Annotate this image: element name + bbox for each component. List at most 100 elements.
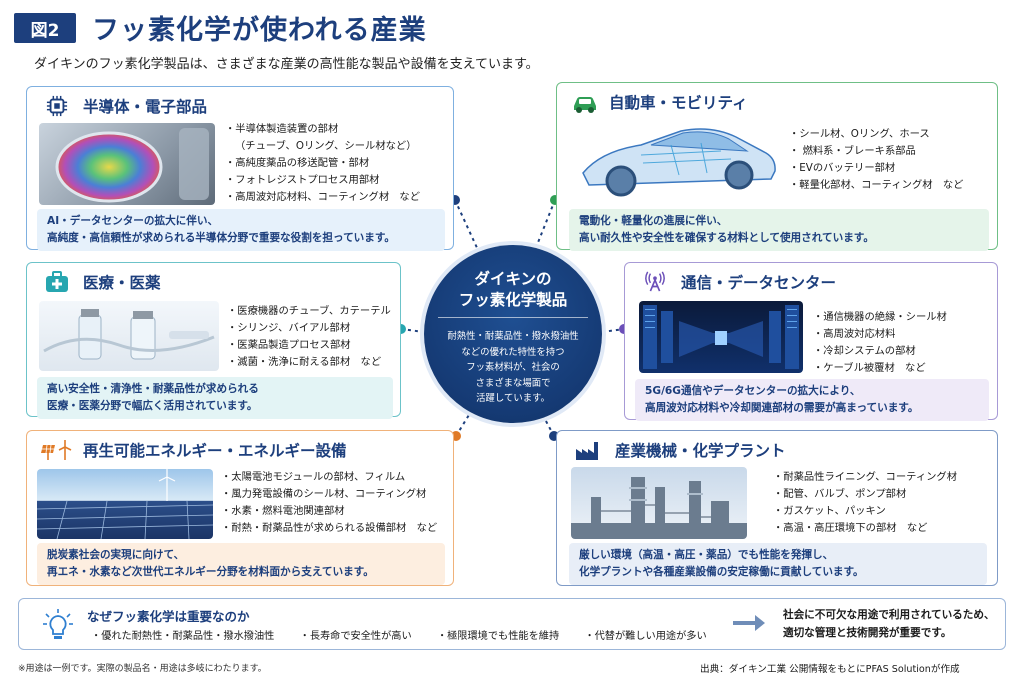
list-item: 半導体製造装置の部材: [225, 121, 420, 138]
item-list: 半導体製造装置の部材 （チューブ、Oリング、シール材など） 高純度薬品の移送配管…: [225, 121, 420, 206]
note-line: 脱炭素社会の実現に向けて、: [47, 549, 185, 561]
note-line: 厳しい環境（高温・高圧・薬品）でも性能を発揮し、: [579, 549, 834, 561]
medical-kit-icon: [46, 271, 68, 292]
card-note: 厳しい環境（高温・高圧・薬品）でも性能を発揮し、 化学プラントや各種産業設備の安…: [569, 543, 987, 585]
hub-title-line2: フッ素化学製品: [458, 291, 568, 309]
card-title: 再生可能エネルギー・エネルギー設備: [83, 442, 347, 460]
list-item: フォトレジストプロセス用部材: [225, 172, 420, 189]
source-credit: 出典：ダイキン工業 公開情報をもとにPFAS Solutionが作成: [700, 664, 960, 675]
solar-panel-photo: [37, 469, 213, 539]
card-note: 5G/6G通信やデータセンターの拡大により、 高周波対応材料や冷却関連部材の需要…: [635, 379, 989, 421]
importance-points: 優れた耐熱性・耐薬品性・撥水撥油性 長寿命で安全性が高い 極限環境でも性能を維持…: [91, 627, 729, 642]
importance-panel: なぜフッ素化学は重要なのか 優れた耐熱性・耐薬品性・撥水撥油性 長寿命で安全性が…: [18, 598, 1006, 650]
solar-wind-icon: [41, 440, 72, 460]
wafer-photo: [39, 123, 215, 205]
note-line: 電動化・軽量化の進展に伴い、: [579, 215, 728, 227]
list-item: ガスケット、パッキン: [773, 503, 957, 520]
importance-conclusion: 社会に不可欠な用途で利用されているため、 適切な管理と技術開発が重要です。: [783, 606, 995, 642]
list-item: EVのバッテリー部材: [789, 160, 963, 177]
figure-badge: 図2: [14, 13, 76, 43]
arrow-right-icon: [733, 615, 765, 631]
note-line: 高い安全性・清浄性・耐薬品性が求められる: [47, 383, 259, 395]
card-title: 通信・データセンター: [681, 274, 837, 292]
item-list: 太陽電池モジュールの部材、フィルム 風力発電設備のシール材、コーティング材 水素…: [221, 469, 437, 537]
list-item: 太陽電池モジュールの部材、フィルム: [221, 469, 437, 486]
point-item: 極限環境でも性能を維持: [437, 631, 559, 642]
list-item: 高温・高圧環境下の部材 など: [773, 520, 957, 537]
card-semiconductor: 半導体・電子部品 半導体製造装置の部材 （チューブ、Oリング、シール材など） 高…: [26, 86, 454, 251]
item-list: 通信機器の絶縁・シール材 高周波対応材料 冷却システムの部材 ケーブル被覆材 な…: [813, 309, 947, 377]
antenna-icon: [645, 271, 665, 292]
note-line: 医療・医薬分野で幅広く活用されています。: [47, 400, 258, 412]
item-list: 医療機器のチューブ、カテーテル シリンジ、バイアル部材 医薬品製造プロセス部材 …: [227, 303, 391, 371]
page-title: フッ素化学が使われる産業: [92, 15, 427, 46]
conclusion-line: 適切な管理と技術開発が重要です。: [783, 627, 952, 639]
list-item: 配管、バルブ、ポンプ部材: [773, 486, 957, 503]
list-item: 風力発電設備のシール材、コーティング材: [221, 486, 437, 503]
car-icon: [574, 97, 596, 113]
point-item: 優れた耐熱性・耐薬品性・撥水撥油性: [91, 631, 274, 642]
point-item: 長寿命で安全性が高い: [300, 631, 412, 642]
hub-desc-line: フッ素材料が、社会の: [466, 362, 560, 373]
list-item: シール材、Oリング、ホース: [789, 126, 963, 143]
list-item: 高純度薬品の移送配管・部材: [225, 155, 420, 172]
importance-question: なぜフッ素化学は重要なのか: [87, 609, 250, 624]
card-automotive: 自動車・モビリティ シール材、Oリング、ホース 燃料系・ブレーキ系部品 EVのバ…: [556, 82, 998, 251]
hub-title-line1: ダイキンの: [474, 270, 552, 288]
list-item: 冷却システムの部材: [813, 343, 947, 360]
card-note: 高い安全性・清浄性・耐薬品性が求められる 医療・医薬分野で幅広く活用されています…: [37, 377, 393, 419]
conclusion-line: 社会に不可欠な用途で利用されているため、: [783, 609, 995, 621]
card-industrial: 産業機械・化学プラント 耐薬品性ライニング、コーティング材 配管、バルブ、ポンプ…: [556, 430, 998, 586]
note-line: 高い耐久性や安全性を確保する材料として使用されています。: [579, 232, 874, 244]
list-item: （チューブ、Oリング、シール材など）: [235, 140, 417, 152]
list-item: シリンジ、バイアル部材: [227, 320, 391, 337]
item-list: シール材、Oリング、ホース 燃料系・ブレーキ系部品 EVのバッテリー部材 軽量化…: [789, 126, 963, 194]
list-item: 通信機器の絶縁・シール材: [813, 309, 947, 326]
list-item: 滅菌・洗浄に耐える部材 など: [227, 354, 391, 371]
note-line: 化学プラントや各種産業設備の安定稼働に貢献しています。: [579, 566, 864, 578]
medical-vials-photo: [39, 301, 219, 371]
hub-desc-line: 活躍しています。: [476, 393, 550, 404]
list-item: 高周波対応材料: [813, 326, 947, 343]
note-line: AI・データセンターの拡大に伴い、: [47, 215, 219, 227]
list-item: 耐薬品性ライニング、コーティング材: [773, 469, 957, 486]
card-medical: 医療・医薬 医療機器のチューブ、カテーテル シリンジ、バイアル部材 医薬品製造プ…: [26, 262, 401, 419]
hub-description: 耐熱性・耐薬品性・撥水撥油性 などの優れた特性を持つ フッ素材料が、社会の さま…: [434, 329, 592, 407]
footnote: ※用途は一例です。実際の製品名・用途は多岐にわたります。: [18, 664, 267, 674]
factory-icon: [576, 442, 598, 460]
card-telecom: 通信・データセンター 通信機器の絶縁・シール材 高周波対応材料 冷却システムの部…: [624, 262, 998, 421]
hub-desc-line: などの優れた特性を持つ: [461, 346, 565, 358]
chemical-plant-photo: [571, 467, 747, 539]
list-item: 耐熱・耐薬品性が求められる設備部材 など: [221, 520, 437, 537]
card-energy: 再生可能エネルギー・エネルギー設備 太陽電池モジュールの部材、フィルム 風力発電…: [26, 430, 454, 586]
item-list: 耐薬品性ライニング、コーティング材 配管、バルブ、ポンプ部材 ガスケット、パッキ…: [773, 469, 957, 537]
list-item: 高周波対応材料、コーティング材 など: [225, 189, 420, 206]
card-note: 電動化・軽量化の進展に伴い、 高い耐久性や安全性を確保する材料として使用されてい…: [569, 209, 989, 251]
list-item: 軽量化部材、コーティング材 など: [789, 177, 963, 194]
note-line: 再エネ・水素など次世代エネルギー分野を材料面から支えています。: [47, 566, 374, 578]
center-hub: ダイキンの フッ素化学製品 耐熱性・耐薬品性・撥水撥油性 などの優れた特性を持つ…: [424, 245, 602, 423]
note-line: 高周波対応材料や冷却関連部材の需要が高まっています。: [645, 402, 919, 414]
list-item: 医療機器のチューブ、カテーテル: [227, 303, 391, 320]
list-item: 医薬品製造プロセス部材: [227, 337, 391, 354]
card-note: 脱炭素社会の実現に向けて、 再エネ・水素など次世代エネルギー分野を材料面から支え…: [37, 543, 445, 585]
card-title: 産業機械・化学プラント: [615, 442, 786, 460]
point-item: 代替が難しい用途が多い: [584, 631, 706, 642]
card-title: 半導体・電子部品: [83, 98, 208, 116]
note-line: 5G/6G通信やデータセンターの拡大により、: [645, 385, 861, 397]
hub-desc-line: 耐熱性・耐薬品性・撥水撥油性: [447, 331, 579, 342]
list-item: 水素・燃料電池関連部材: [221, 503, 437, 520]
card-title: 医療・医薬: [83, 274, 161, 292]
page-subtitle: ダイキンのフッ素化学製品は、さまざまな産業の高性能な製品や設備を支えています。: [34, 57, 539, 72]
list-item: ケーブル被覆材 など: [813, 360, 947, 377]
datacenter-photo: [639, 301, 803, 373]
hub-desc-line: さまざまな場面で: [475, 377, 551, 389]
chip-icon: [46, 95, 68, 117]
card-title: 自動車・モビリティ: [609, 94, 748, 112]
note-line: 高純度・高信頼性が求められる半導体分野で重要な役割を担っています。: [47, 232, 396, 244]
list-item: 燃料系・ブレーキ系部品: [789, 143, 963, 160]
lightbulb-icon: [43, 609, 73, 639]
hub-divider: [438, 317, 588, 318]
card-note: AI・データセンターの拡大に伴い、 高純度・高信頼性が求められる半導体分野で重要…: [37, 209, 445, 251]
car-photo: [571, 115, 783, 203]
